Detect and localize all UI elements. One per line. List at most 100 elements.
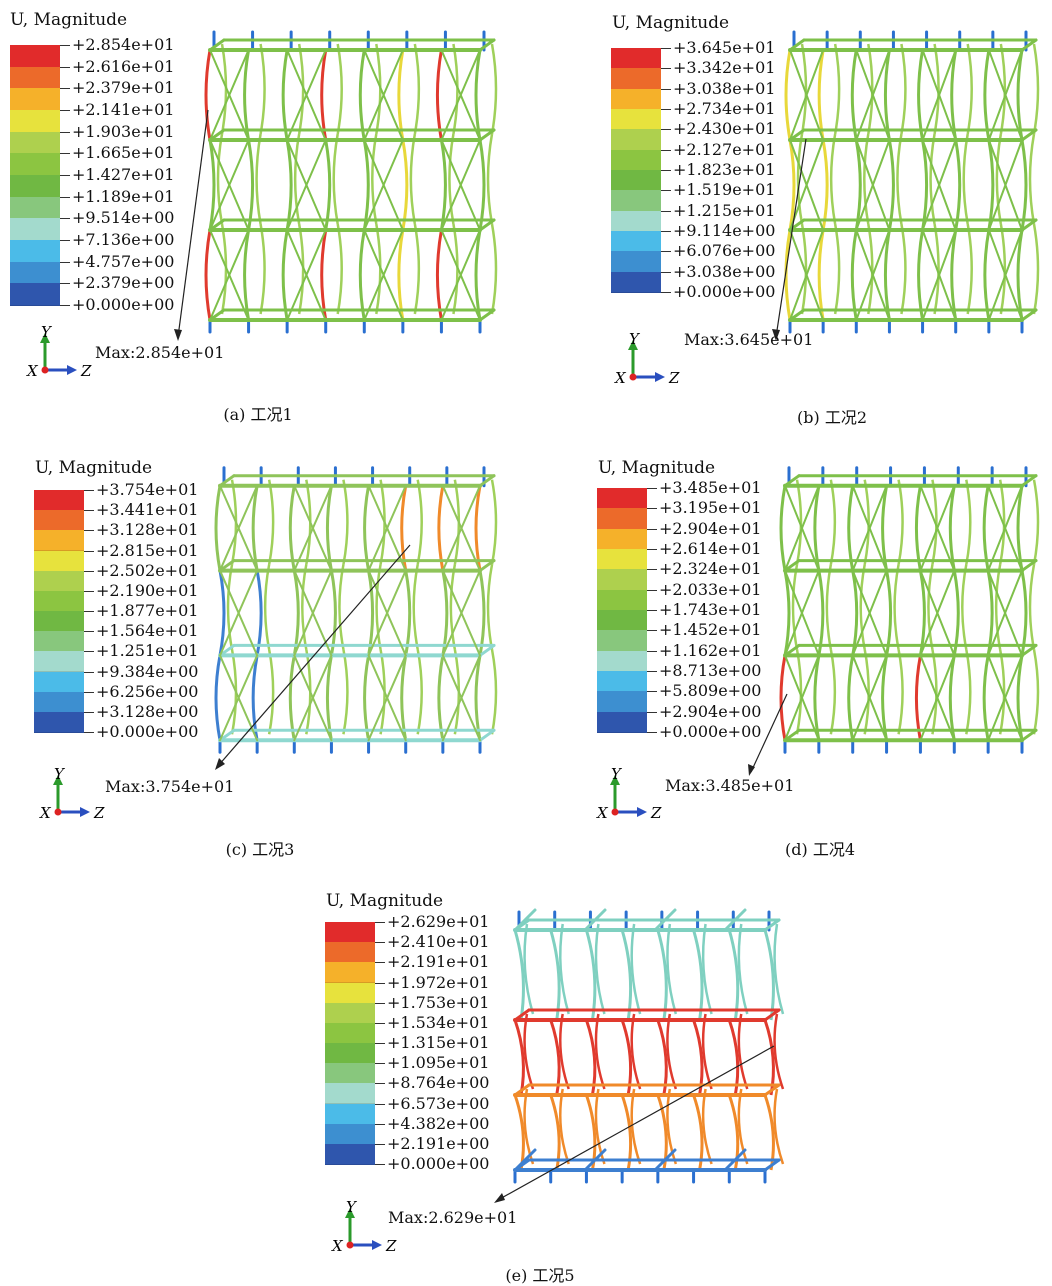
legend-tick: [60, 66, 70, 68]
legend-swatch: [611, 231, 661, 253]
legend-label: +2.141e+01: [72, 100, 175, 119]
legend-tick: [60, 175, 70, 176]
axis-y-label: Y: [41, 323, 53, 341]
color-legend: +3.485e+01+3.195e+01+2.904e+01+2.614e+01…: [597, 480, 777, 740]
legend-label: +6.076e+00: [673, 241, 776, 261]
legend-tick: [647, 671, 657, 672]
legend-tick: [84, 732, 94, 733]
legend-label: +1.534e+01: [387, 1012, 490, 1032]
legend-tick: [375, 1002, 385, 1004]
caption: (c) 工况3: [225, 840, 295, 859]
legend-swatch: [34, 550, 84, 572]
caption: (a) 工况1: [223, 405, 293, 424]
max-pointer-arrow: [494, 1045, 775, 1203]
legend-tick: [60, 110, 70, 111]
color-legend: +2.854e+01+2.616e+01+2.379e+01+2.141e+01…: [10, 37, 190, 313]
legend-label: +2.614e+01: [659, 539, 762, 558]
legend-tick: [84, 651, 94, 653]
legend-label: +1.972e+01: [387, 972, 490, 992]
legend-swatch: [34, 510, 84, 532]
max-pointer-arrow: [174, 109, 209, 341]
legend-label: +5.809e+00: [659, 681, 762, 701]
legend-swatch: [325, 982, 375, 1004]
axis-x-label: X: [614, 369, 627, 387]
legend-title: U, Magnitude: [612, 13, 730, 33]
legend-tick: [375, 1063, 385, 1065]
legend-title: U, Magnitude: [326, 891, 444, 911]
color-legend: +3.754e+01+3.441e+01+3.128e+01+2.815e+01…: [34, 482, 214, 740]
legend-label: +1.452e+01: [659, 620, 762, 640]
legend-label: +1.823e+01: [673, 160, 776, 179]
legend-label: +2.616e+01: [72, 56, 175, 76]
legend-tick: [647, 589, 657, 591]
legend-tick: [84, 590, 94, 592]
legend-label: +6.573e+00: [387, 1093, 490, 1113]
legend-label: +8.764e+00: [387, 1073, 490, 1093]
legend-swatch: [10, 175, 60, 198]
legend-swatch: [325, 1022, 375, 1044]
legend-label: +2.033e+01: [659, 579, 762, 599]
legend-swatch: [597, 549, 647, 571]
legend-tick: [647, 528, 657, 530]
legend-label: +3.038e+00: [673, 261, 776, 281]
legend-swatch: [611, 129, 661, 151]
legend-swatch: [34, 570, 84, 592]
legend-tick: [647, 549, 657, 550]
max-label: Max:3.645e+01: [684, 330, 814, 349]
legend-tick: [647, 630, 657, 632]
legend-swatch: [597, 508, 647, 530]
legend-label: +2.379e+01: [72, 78, 175, 98]
legend-label: +1.753e+01: [387, 992, 490, 1012]
axis-y-label: Y: [629, 330, 641, 348]
legend-label: +2.904e+01: [659, 518, 762, 538]
legend-swatch: [325, 1123, 375, 1145]
axis-z-label: Z: [650, 804, 662, 822]
legend-tick: [375, 1123, 385, 1125]
legend-label: +2.904e+00: [659, 701, 762, 721]
legend-label: +2.410e+01: [387, 932, 490, 952]
legend-label: +7.136e+00: [72, 230, 175, 249]
legend-tick: [647, 508, 657, 510]
legend-swatch: [34, 611, 84, 633]
legend-tick: [84, 550, 94, 552]
legend-swatch: [10, 88, 60, 111]
legend-label: +1.564e+01: [96, 621, 199, 641]
legend-tick: [661, 190, 671, 192]
legend-tick: [661, 68, 671, 70]
legend-tick: [661, 149, 671, 151]
legend-label: +6.256e+00: [96, 681, 199, 701]
legend-label: +3.441e+01: [96, 500, 199, 520]
legend-label: +4.382e+00: [387, 1113, 490, 1133]
legend-swatch: [325, 1083, 375, 1105]
legend-swatch: [10, 196, 60, 220]
legend-swatch: [10, 153, 60, 176]
legend-swatch: [597, 488, 647, 510]
legend-label: +2.127e+01: [673, 139, 776, 159]
legend-tick: [661, 129, 671, 131]
legend-tick: [60, 196, 70, 198]
legend-label: +1.315e+01: [387, 1033, 490, 1052]
legend-swatch: [611, 271, 661, 293]
legend-swatch: [611, 170, 661, 192]
legend-label: +2.324e+01: [659, 559, 762, 579]
legend-tick: [647, 691, 657, 693]
legend-label: +3.342e+01: [673, 58, 776, 78]
legend-tick: [375, 1022, 385, 1024]
legend-tick: [84, 570, 94, 572]
legend-swatch: [34, 691, 84, 713]
legend-swatch: [597, 630, 647, 652]
axis-triad: Y X Z: [331, 1198, 397, 1255]
legend-swatch: [611, 190, 661, 212]
legend-label: +1.903e+01: [72, 121, 175, 141]
axis-x-label: X: [331, 1237, 344, 1255]
axis-y-label: Y: [611, 765, 623, 783]
axis-triad: Y X Z: [614, 330, 680, 387]
legend-tick: [60, 45, 70, 46]
legend-label: +3.128e+00: [96, 701, 199, 721]
color-legend: +3.645e+01+3.342e+01+3.038e+01+2.734e+01…: [611, 40, 791, 300]
legend-tick: [375, 942, 385, 944]
legend-swatch: [325, 1002, 375, 1024]
legend-tick: [84, 711, 94, 713]
legend-swatch: [34, 590, 84, 612]
legend-tick: [375, 1043, 385, 1044]
